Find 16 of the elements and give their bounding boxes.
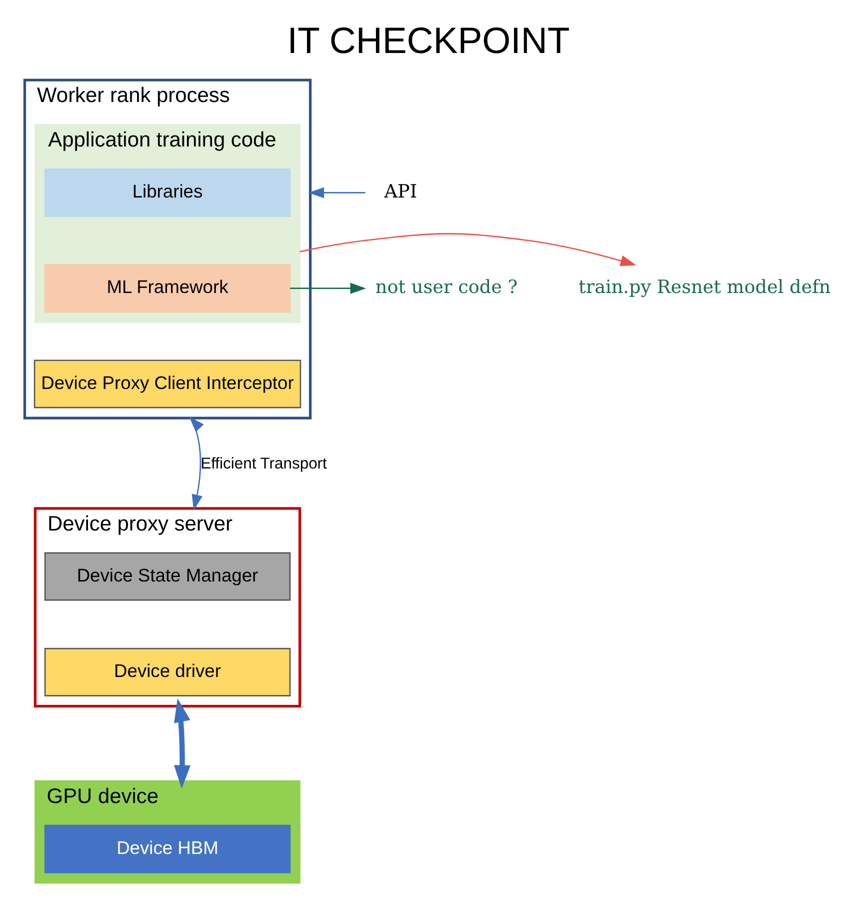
node-box: Device driver (44, 647, 290, 696)
node-text: API (384, 181, 417, 202)
arrow (173, 698, 190, 788)
edge-label: Efficient Transport (200, 455, 326, 472)
node-box: Device State Manager (44, 552, 290, 600)
arrow (188, 416, 204, 510)
diagram-title: IT CHECKPOINT (286, 20, 570, 61)
node-box: Libraries (44, 168, 290, 216)
arrow (290, 282, 366, 294)
node-box: Device Proxy Client Interceptor (33, 359, 301, 408)
node-box: Device HBM (44, 824, 290, 873)
arrow (299, 232, 636, 266)
node-text: train.py Resnet model defn (578, 276, 830, 298)
arrow (308, 186, 365, 198)
node-box: ML Framework (44, 264, 290, 312)
node-text: not user code ? (374, 276, 518, 298)
